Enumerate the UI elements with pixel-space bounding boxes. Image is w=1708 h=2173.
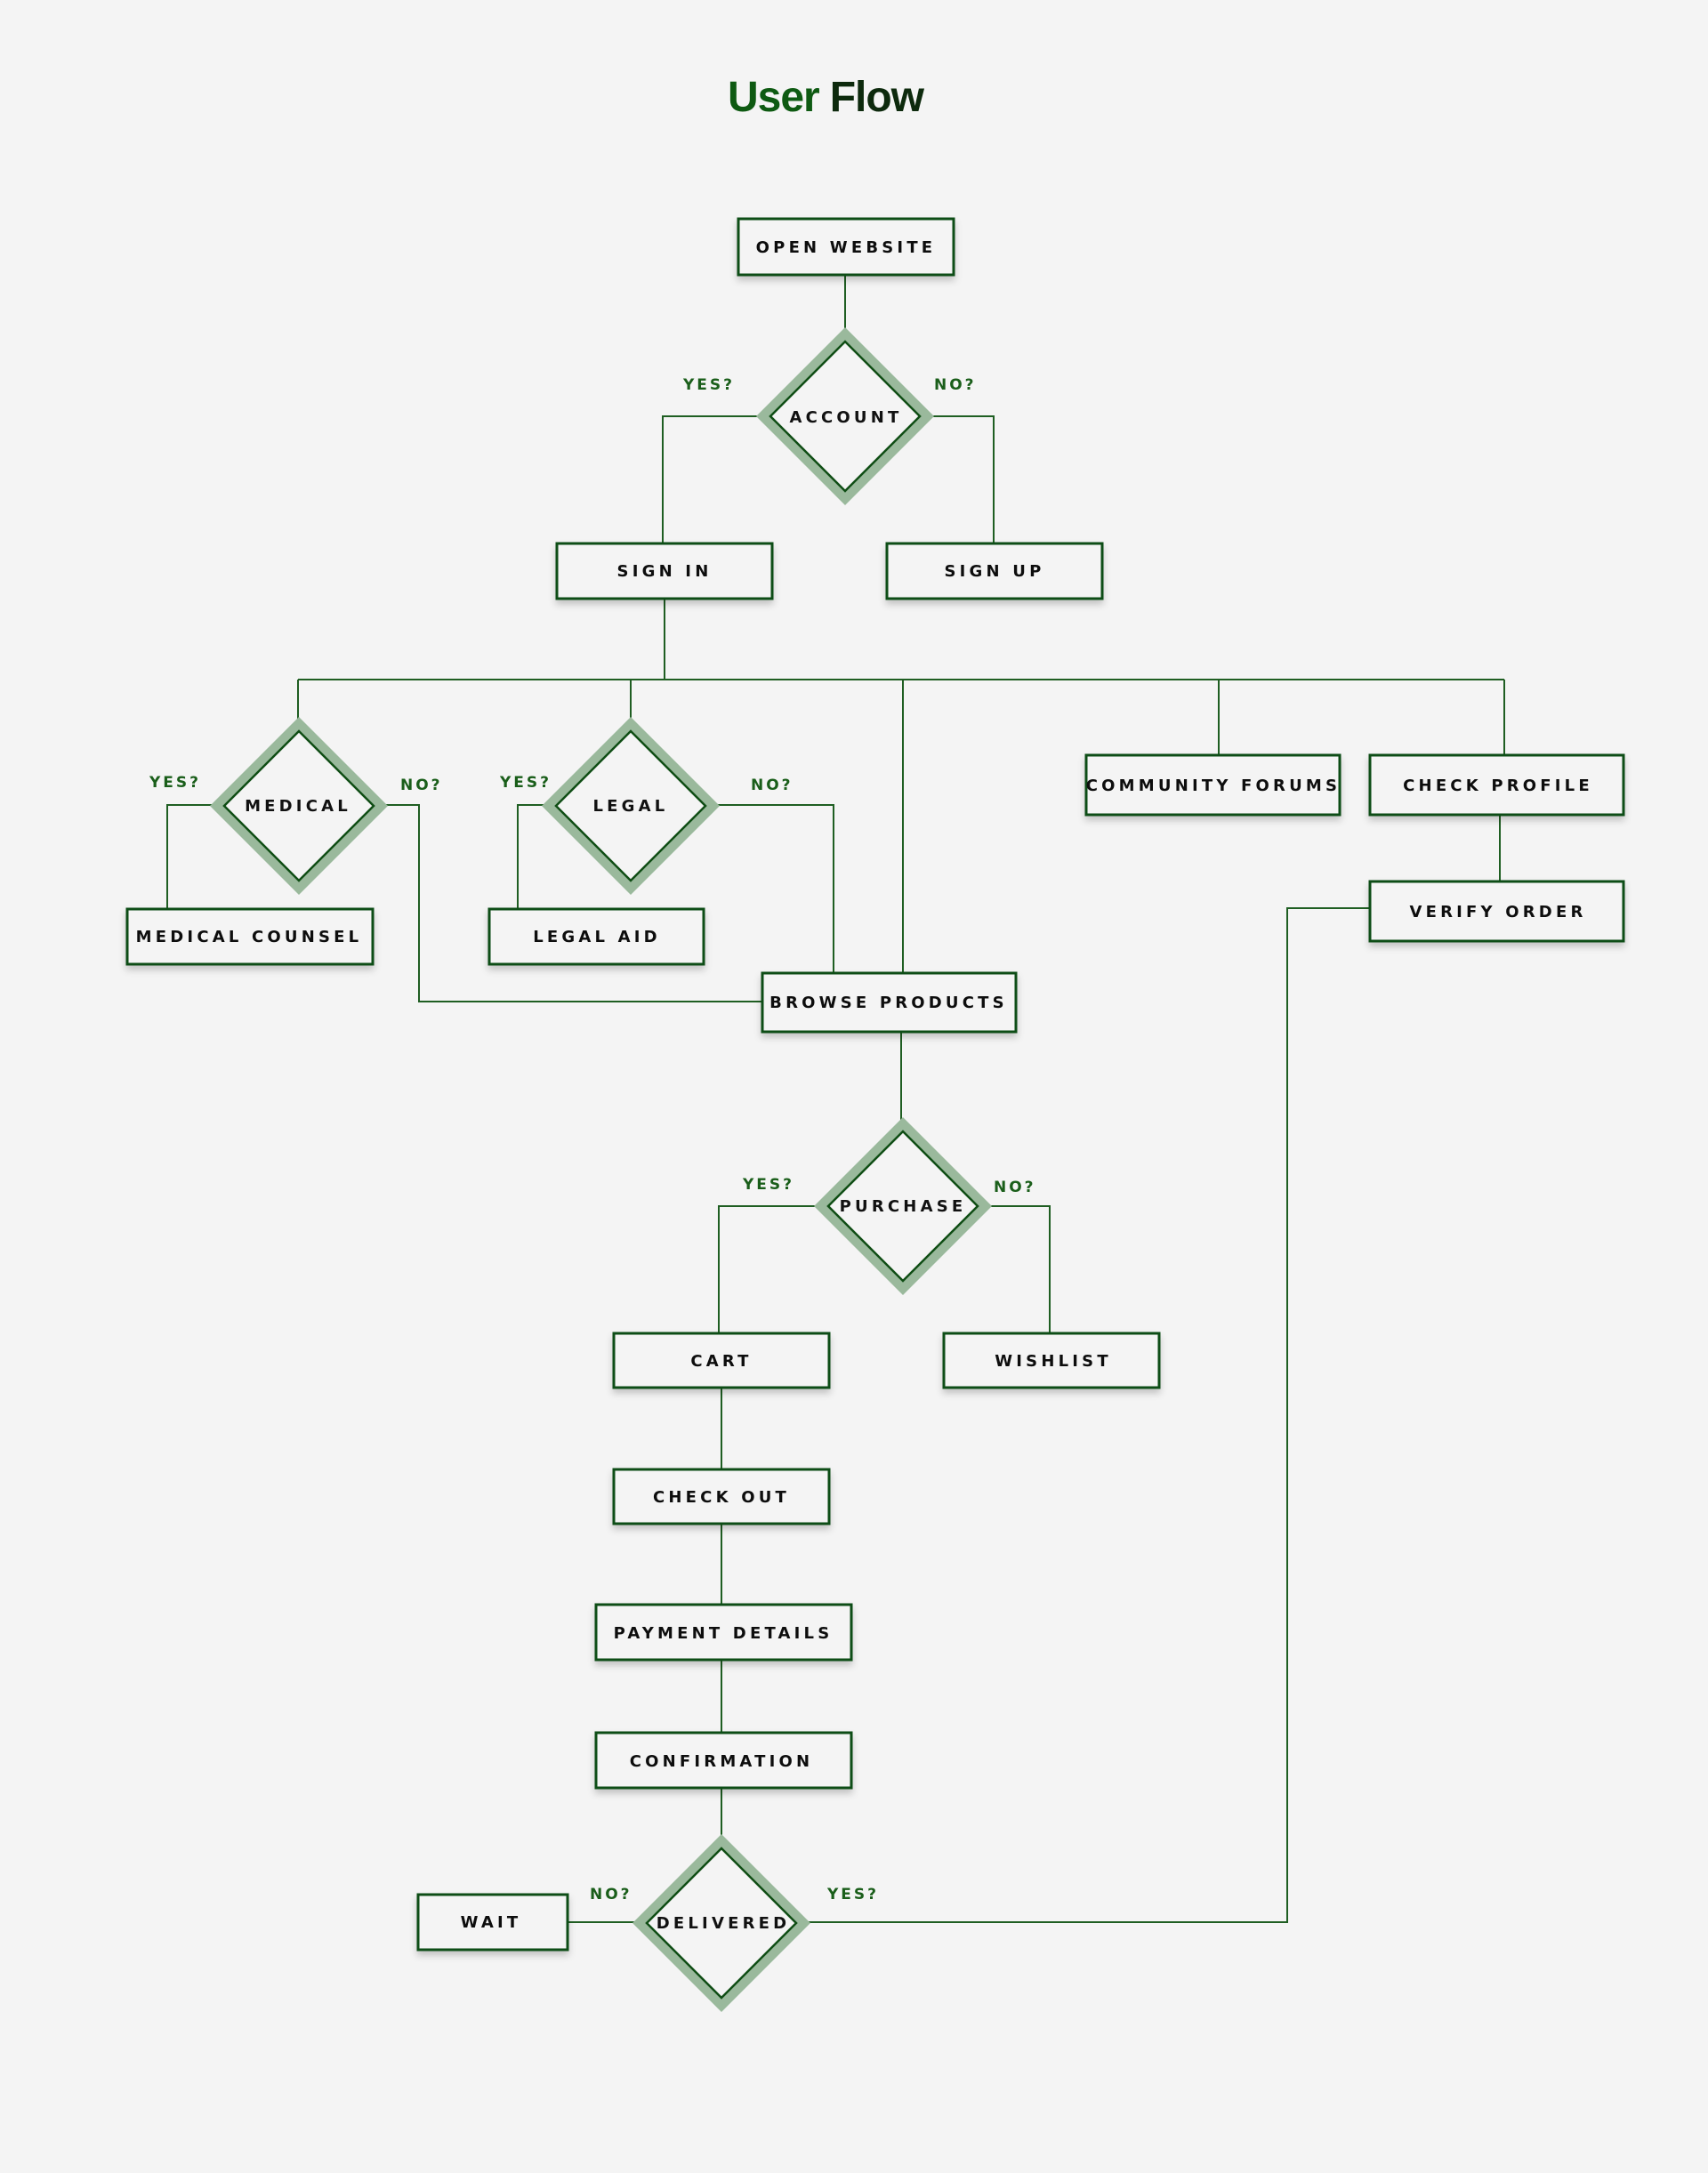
edge-label-account-no: NO? xyxy=(934,376,977,394)
label-legal-aid: LEGAL AID xyxy=(533,928,661,946)
box-browse-products-shape xyxy=(761,971,1018,1034)
decision-account-shape xyxy=(769,340,922,493)
box-open-website-shape xyxy=(737,217,955,277)
title-word-user: User xyxy=(728,74,819,121)
box-cart-shape xyxy=(612,1332,831,1389)
box-sign-in-shape xyxy=(555,542,774,600)
label-purchase: PURCHASE xyxy=(840,1197,967,1216)
decision-legal[interactable]: LEGAL xyxy=(542,717,720,895)
edge-label-purchase-yes: YES? xyxy=(742,1176,794,1194)
title-word-flow: Flow xyxy=(830,74,925,121)
decision-delivered[interactable]: DELIVERED xyxy=(632,1834,810,2012)
edge-label-legal-yes: YES? xyxy=(499,774,552,792)
connector-legal-aid xyxy=(517,804,549,908)
edge-label-delivered-yes: YES? xyxy=(826,1886,879,1903)
edge-label-account-yes: YES? xyxy=(682,376,735,394)
label-payment-details: PAYMENT DETAILS xyxy=(614,1624,834,1643)
box-wishlist-shape xyxy=(942,1332,1161,1389)
label-wait: WAIT xyxy=(461,1913,522,1932)
label-delivered: DELIVERED xyxy=(657,1914,791,1933)
box-sign-up-shape xyxy=(885,542,1104,600)
box-verify-order[interactable]: VERIFY ORDER xyxy=(1368,880,1625,943)
box-community-forums-shape xyxy=(1084,753,1341,817)
label-community-forums: COMMUNITY FORUMS xyxy=(1086,777,1341,795)
label-browse-products: BROWSE PRODUCTS xyxy=(769,994,1008,1012)
decision-purchase[interactable]: PURCHASE xyxy=(814,1117,992,1295)
connector-medical-counsel xyxy=(166,804,217,908)
box-payment-details-shape xyxy=(594,1603,853,1662)
edge-label-delivered-no: NO? xyxy=(590,1886,632,1903)
decision-delivered-shape xyxy=(645,1847,798,2000)
box-payment-details[interactable]: PAYMENT DETAILS xyxy=(594,1603,853,1662)
box-legal-aid-shape xyxy=(487,907,705,966)
connector-purchase-cart xyxy=(718,1205,820,1333)
label-medical: MEDICAL xyxy=(245,797,351,816)
edge-labels: YES? NO? YES? NO? YES? NO? YES? NO? NO? … xyxy=(149,376,1036,1903)
box-confirmation-shape xyxy=(594,1731,853,1790)
label-wishlist: WISHLIST xyxy=(995,1352,1112,1371)
connector-medical-browse xyxy=(381,804,762,1002)
box-verify-order-shape xyxy=(1368,880,1625,943)
box-community-forums[interactable]: COMMUNITY FORUMS xyxy=(1084,753,1341,817)
label-sign-up: SIGN UP xyxy=(945,562,1045,581)
box-cart[interactable]: CART xyxy=(612,1332,831,1389)
box-wait-shape xyxy=(416,1893,569,1952)
label-legal: LEGAL xyxy=(593,797,669,816)
decision-medical[interactable]: MEDICAL xyxy=(210,717,388,895)
box-wishlist[interactable]: WISHLIST xyxy=(942,1332,1161,1389)
decision-medical-shape xyxy=(222,729,375,882)
connector-legal-browse xyxy=(713,804,834,973)
decision-purchase-shape xyxy=(826,1130,979,1283)
box-sign-in[interactable]: SIGN IN xyxy=(555,542,774,600)
box-check-profile[interactable]: CHECK PROFILE xyxy=(1368,753,1625,817)
box-medical-counsel-shape xyxy=(125,907,375,966)
label-confirmation: CONFIRMATION xyxy=(630,1752,814,1771)
decision-legal-shape xyxy=(554,729,707,882)
box-browse-products[interactable]: BROWSE PRODUCTS xyxy=(761,971,1018,1034)
box-check-out-shape xyxy=(612,1468,831,1525)
box-open-website[interactable]: OPEN WEBSITE xyxy=(737,217,955,277)
connector-delivered-verify xyxy=(807,907,1370,1923)
label-check-profile: CHECK PROFILE xyxy=(1403,777,1593,795)
connector-account-signup xyxy=(930,415,995,543)
connector-account-signin xyxy=(662,415,762,543)
label-cart: CART xyxy=(690,1352,752,1371)
decision-account[interactable]: ACCOUNT xyxy=(756,327,934,505)
label-medical-counsel: MEDICAL COUNSEL xyxy=(136,928,363,946)
box-wait[interactable]: WAIT xyxy=(416,1893,569,1952)
edge-label-legal-no: NO? xyxy=(751,777,794,794)
edge-label-purchase-no: NO? xyxy=(994,1179,1036,1196)
connector-purchase-wishlist xyxy=(986,1205,1051,1333)
connectors xyxy=(166,276,1505,1923)
edge-label-medical-yes: YES? xyxy=(149,774,201,792)
box-medical-counsel[interactable]: MEDICAL COUNSEL xyxy=(125,907,375,966)
edge-label-medical-no: NO? xyxy=(400,777,443,794)
box-confirmation[interactable]: CONFIRMATION xyxy=(594,1731,853,1790)
label-sign-in: SIGN IN xyxy=(617,562,713,581)
box-check-profile-shape xyxy=(1368,753,1625,817)
box-sign-up[interactable]: SIGN UP xyxy=(885,542,1104,600)
box-check-out[interactable]: CHECK OUT xyxy=(612,1468,831,1525)
label-open-website: OPEN WEBSITE xyxy=(756,238,937,257)
label-check-out: CHECK OUT xyxy=(653,1488,790,1507)
label-verify-order: VERIFY ORDER xyxy=(1409,903,1586,922)
label-account: ACCOUNT xyxy=(789,408,902,427)
box-legal-aid[interactable]: LEGAL AID xyxy=(487,907,705,966)
